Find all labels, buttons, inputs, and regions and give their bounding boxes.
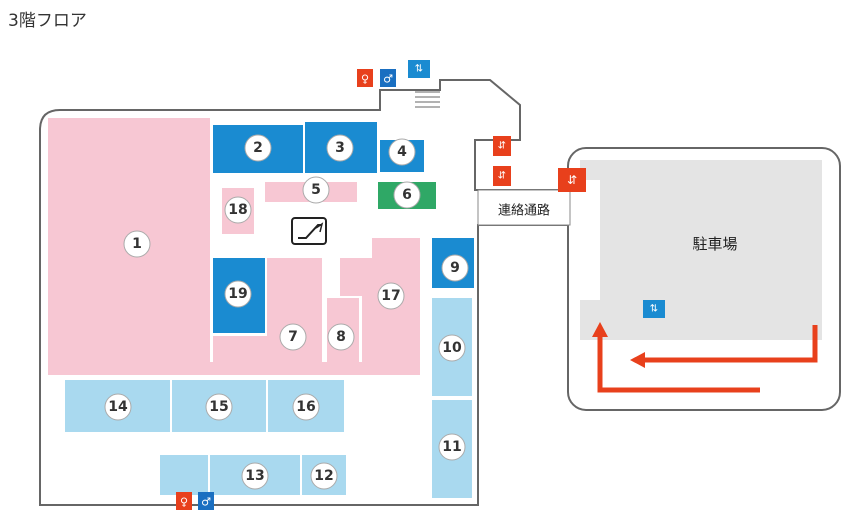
svg-text:7: 7 bbox=[288, 329, 298, 345]
svg-text:12: 12 bbox=[314, 468, 333, 484]
svg-text:13: 13 bbox=[245, 468, 264, 484]
svg-text:⇅: ⇅ bbox=[650, 304, 658, 315]
connector-label: 連絡通路 bbox=[498, 203, 550, 219]
marker-15: 15 bbox=[205, 393, 233, 421]
marker-4: 4 bbox=[388, 138, 416, 166]
connector-bridge bbox=[477, 189, 571, 226]
elevator-icon: ⇵ bbox=[493, 136, 511, 156]
svg-text:15: 15 bbox=[209, 399, 228, 415]
marker-14: 14 bbox=[104, 393, 132, 421]
escalator-icon bbox=[291, 217, 327, 245]
floor-title: 3階フロア bbox=[8, 11, 87, 31]
svg-text:11: 11 bbox=[442, 439, 461, 455]
svg-text:10: 10 bbox=[442, 340, 462, 356]
svg-text:17: 17 bbox=[381, 288, 400, 304]
svg-text:♀: ♀ bbox=[180, 496, 188, 509]
svg-text:3: 3 bbox=[335, 140, 345, 156]
escalator-sign-icon: ⇅ bbox=[643, 300, 665, 318]
marker-6: 6 bbox=[393, 181, 421, 209]
lower-corridor bbox=[160, 455, 208, 495]
restroom-female-icon: ♀ bbox=[357, 69, 373, 87]
svg-text:14: 14 bbox=[108, 399, 128, 415]
marker-12: 12 bbox=[310, 462, 338, 490]
svg-text:⇵: ⇵ bbox=[567, 173, 577, 187]
building-outline bbox=[39, 79, 571, 506]
marker-16: 16 bbox=[292, 393, 320, 421]
marker-11: 11 bbox=[438, 433, 466, 461]
marker-13: 13 bbox=[241, 462, 269, 490]
restroom-male-icon: ♂ bbox=[380, 69, 396, 87]
svg-text:⇵: ⇵ bbox=[498, 171, 506, 182]
marker-17: 17 bbox=[377, 282, 405, 310]
svg-text:2: 2 bbox=[253, 140, 263, 156]
escalator-sign-icon: ⇅ bbox=[408, 60, 430, 78]
parking-floor bbox=[580, 160, 822, 340]
marker-3: 3 bbox=[326, 134, 354, 162]
svg-text:16: 16 bbox=[296, 399, 315, 415]
svg-text:19: 19 bbox=[228, 286, 247, 302]
arrow-head bbox=[592, 322, 608, 337]
elevator-icon: ⇵ bbox=[558, 168, 586, 192]
svg-text:18: 18 bbox=[228, 202, 247, 218]
parking-label: 駐車場 bbox=[692, 235, 737, 253]
marker-1: 1 bbox=[123, 230, 151, 258]
marker-9: 9 bbox=[441, 254, 469, 282]
svg-text:♀: ♀ bbox=[361, 73, 369, 86]
marker-19: 19 bbox=[224, 280, 252, 308]
marker-5: 5 bbox=[302, 176, 330, 204]
svg-text:6: 6 bbox=[402, 187, 412, 203]
svg-text:1: 1 bbox=[132, 236, 142, 252]
restroom-male-icon: ♂ bbox=[198, 492, 214, 510]
svg-text:4: 4 bbox=[397, 144, 407, 160]
svg-text:5: 5 bbox=[311, 182, 321, 198]
stairs-icon bbox=[415, 91, 440, 108]
area-1[interactable] bbox=[48, 118, 412, 375]
marker-18: 18 bbox=[224, 196, 252, 224]
area-markers: 1 2 3 4 5 6 7 8 9 10 11 12 13 14 15 16 1… bbox=[104, 134, 469, 490]
svg-text:♂: ♂ bbox=[201, 496, 211, 509]
svg-text:9: 9 bbox=[450, 260, 460, 276]
svg-text:⇵: ⇵ bbox=[498, 141, 506, 152]
svg-text:8: 8 bbox=[336, 329, 346, 345]
marker-8: 8 bbox=[327, 323, 355, 351]
marker-10: 10 bbox=[438, 334, 466, 362]
area-17[interactable] bbox=[340, 238, 420, 375]
arrow-head bbox=[630, 352, 645, 368]
marker-2: 2 bbox=[244, 134, 272, 162]
svg-text:⇅: ⇅ bbox=[415, 64, 423, 75]
marker-7: 7 bbox=[279, 323, 307, 351]
traffic-arrow bbox=[597, 325, 818, 393]
elevator-icon: ⇵ bbox=[493, 166, 511, 186]
svg-text:♂: ♂ bbox=[383, 73, 393, 86]
restroom-female-icon: ♀ bbox=[176, 492, 192, 510]
